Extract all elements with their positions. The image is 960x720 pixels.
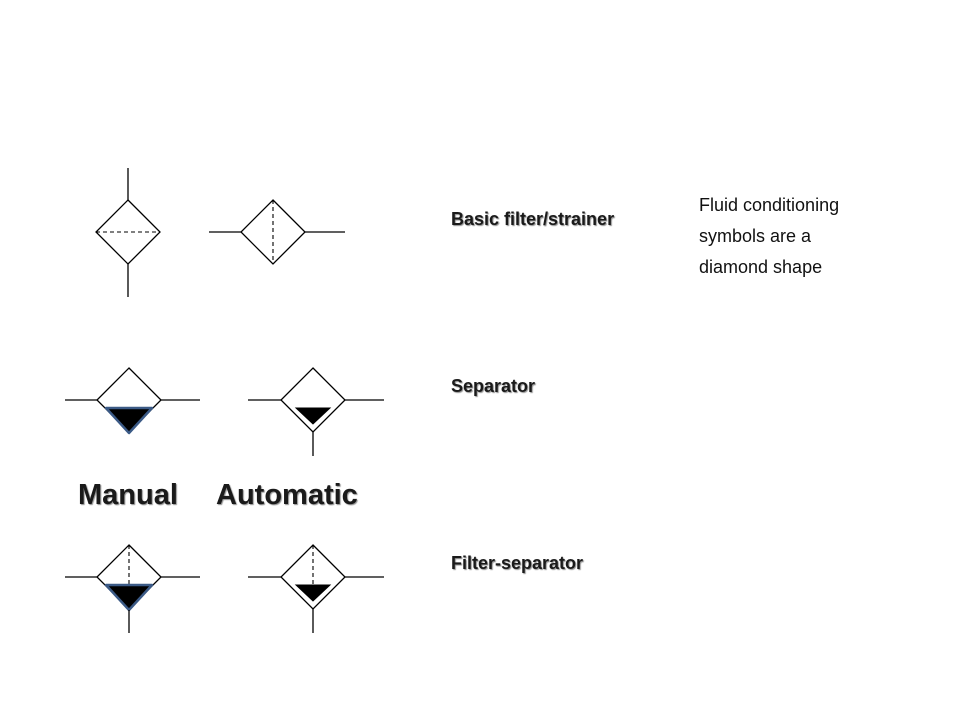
- note-text: Fluid conditioning symbols are a diamond…: [699, 190, 899, 283]
- basic-filter-horizontal-symbol: [209, 199, 345, 265]
- note-line-2: symbols are a: [699, 226, 812, 246]
- drain-triangle: [294, 584, 332, 602]
- note-line-3: diamond shape: [699, 257, 823, 277]
- drain-triangle: [294, 407, 332, 425]
- basic-filter-vertical-symbol: [95, 168, 161, 297]
- basic-filter-strainer-label: Basic filter/strainer: [451, 209, 615, 229]
- separator-manual-symbol: [65, 367, 200, 435]
- drain-triangle: [104, 583, 154, 612]
- automatic-label: Automatic: [216, 479, 358, 511]
- separator-label: Separator: [451, 376, 536, 396]
- filter-separator-automatic-symbol: [248, 544, 384, 633]
- manual-label: Manual: [78, 479, 178, 511]
- separator-automatic-symbol: [248, 367, 384, 456]
- filter-separator-manual-symbol: [65, 544, 200, 633]
- note-line-1: Fluid conditioning: [699, 195, 840, 215]
- drain-triangle: [104, 406, 154, 435]
- filter-separator-label: Filter-separator: [451, 553, 584, 573]
